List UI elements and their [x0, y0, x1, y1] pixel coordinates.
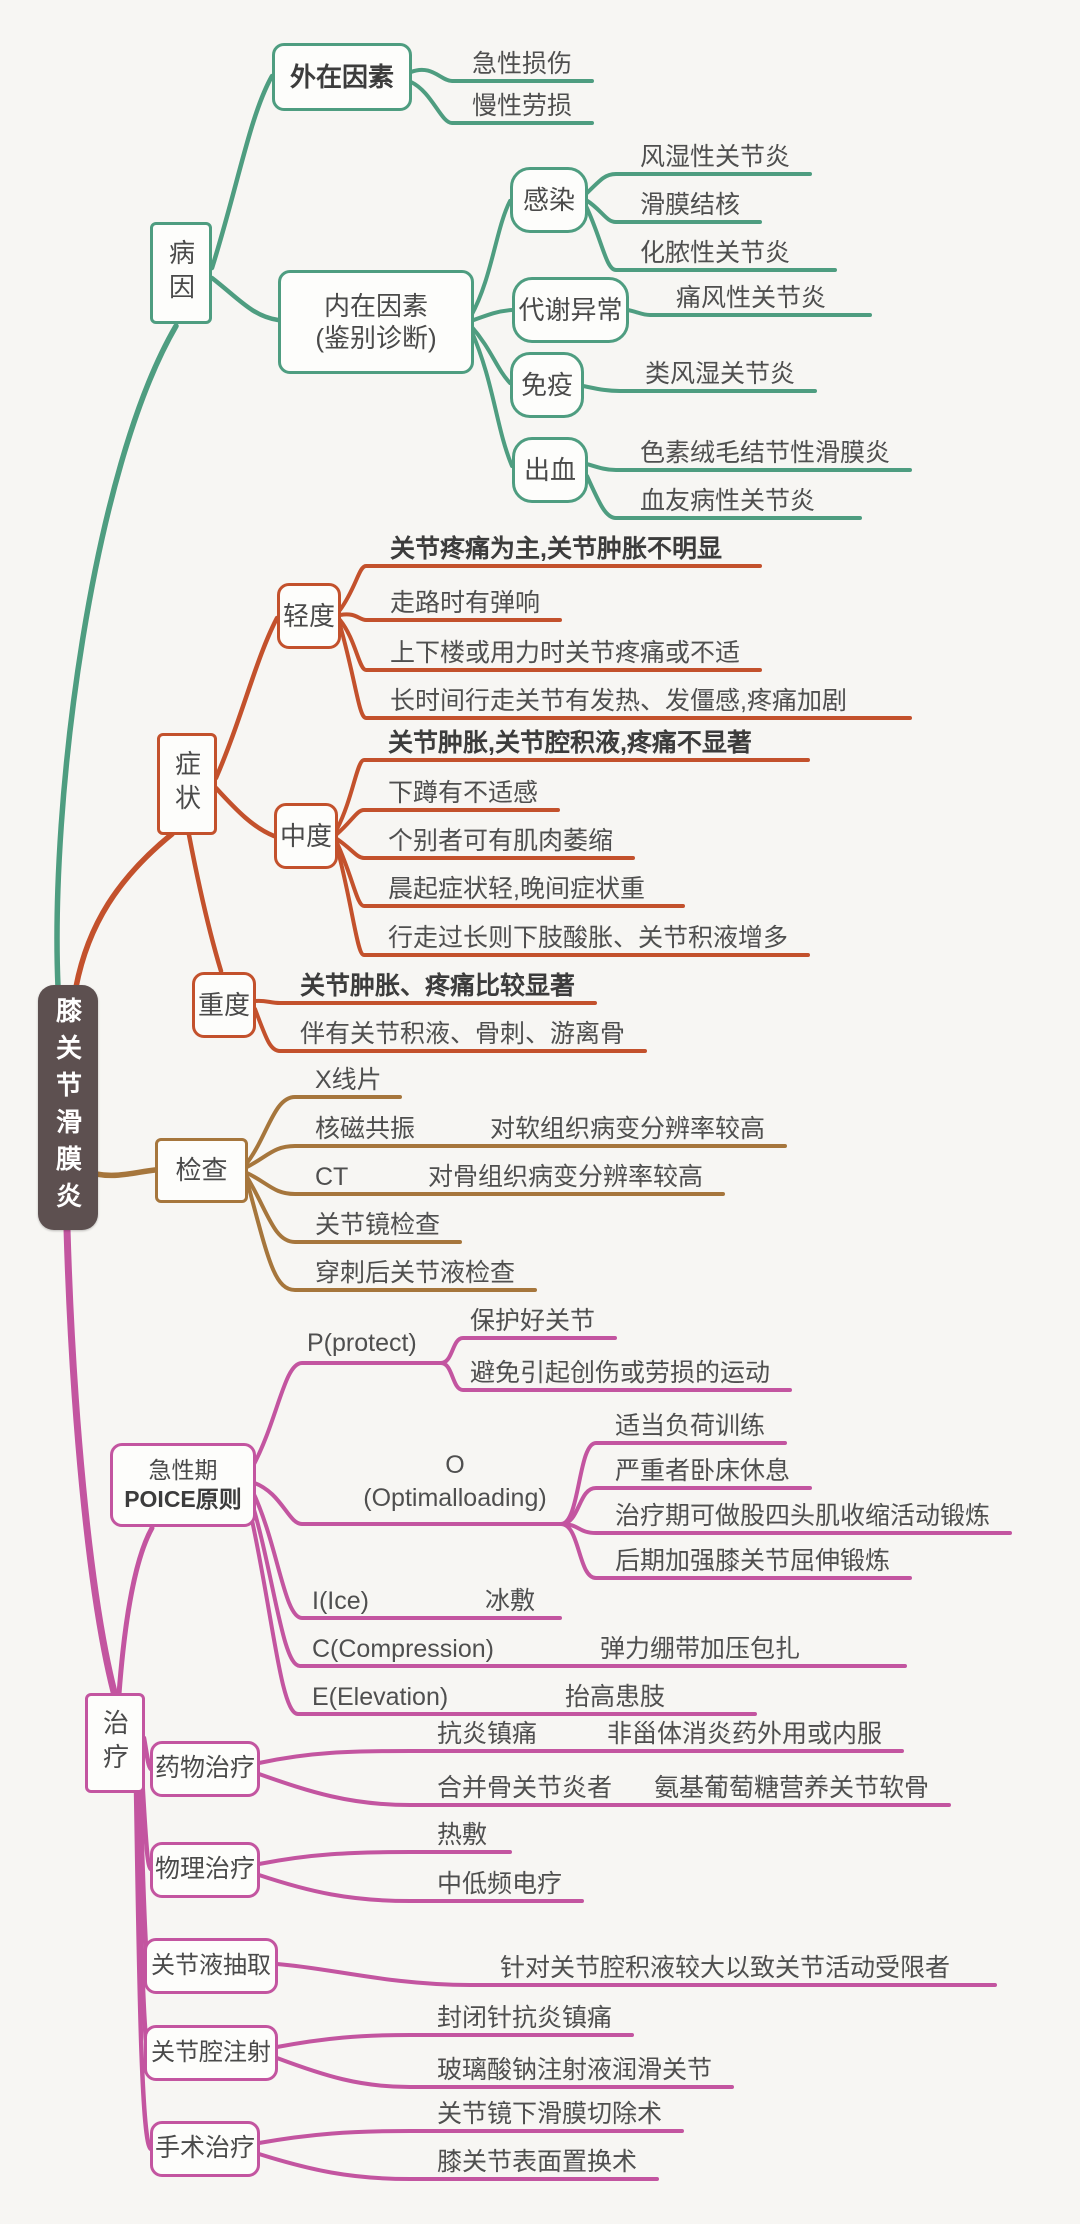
leaf-mild-4[interactable]: 长时间行走关节有发热、发僵感,疼痛加剧 [390, 687, 847, 715]
leaf-antiinflammatory[interactable]: 抗炎镇痛 [437, 1720, 538, 1748]
label-optimal-loading-line1: O [445, 1451, 465, 1479]
leaf-electrotherapy[interactable]: 中低频电疗 [437, 1870, 563, 1898]
node-severe[interactable]: 重度 [192, 972, 256, 1038]
leaf-suppurative-arthritis[interactable]: 化脓性关节炎 [640, 239, 791, 267]
node-symptoms[interactable]: 症状 [157, 733, 217, 835]
root-label: 膝关节滑膜炎 [52, 996, 83, 1219]
leaf-ice-note[interactable]: 冰敷 [485, 1587, 536, 1615]
leaf-protect-1[interactable]: 保护好关节 [470, 1307, 596, 1335]
leaf-elevation-note[interactable]: 抬高患肢 [565, 1683, 666, 1711]
leaf-rheumatoid-arthritis[interactable]: 类风湿关节炎 [645, 360, 796, 388]
node-external-factors[interactable]: 外在因素 [272, 43, 412, 111]
node-physical-therapy[interactable]: 物理治疗 [150, 1842, 260, 1898]
label-optimal-loading-line2: (Optimalloading) [363, 1483, 547, 1512]
leaf-mri[interactable]: 核磁共振 [315, 1115, 416, 1143]
leaf-osteoarthritis-note[interactable]: 氨基葡萄糖营养关节软骨 [654, 1774, 930, 1802]
node-moderate[interactable]: 中度 [274, 803, 338, 869]
node-surgery-label: 手术治疗 [154, 2134, 255, 2163]
node-infection[interactable]: 感染 [510, 167, 588, 233]
label-compression[interactable]: C(Compression) [312, 1635, 494, 1663]
node-severe-label: 重度 [197, 989, 250, 1020]
leaf-ct-note[interactable]: 对骨组织病变分辨率较高 [428, 1163, 704, 1191]
node-bleeding-label: 出血 [523, 454, 576, 485]
leaf-load-2[interactable]: 严重者卧床休息 [615, 1457, 791, 1485]
leaf-surgery-1[interactable]: 关节镜下滑膜切除术 [437, 2100, 663, 2128]
leaf-severe-2[interactable]: 伴有关节积液、骨刺、游离骨 [300, 1020, 626, 1048]
leaf-ct[interactable]: CT [315, 1163, 349, 1191]
leaf-compression-note[interactable]: 弹力绷带加压包扎 [600, 1635, 801, 1663]
leaf-antiinflammatory-note[interactable]: 非甾体消炎药外用或内服 [607, 1720, 883, 1748]
node-symptoms-label: 症状 [171, 750, 202, 818]
leaf-puncture-exam[interactable]: 穿刺后关节液检查 [315, 1259, 516, 1287]
leaf-aspiration-note[interactable]: 针对关节腔积液较大以致关节活动受限者 [500, 1954, 951, 1982]
node-bleeding[interactable]: 出血 [512, 437, 588, 503]
leaf-protect-2[interactable]: 避免引起创伤或劳损的运动 [470, 1359, 771, 1387]
leaf-arthroscopy-exam[interactable]: 关节镜检查 [315, 1211, 441, 1239]
leaf-hot-compress[interactable]: 热敷 [437, 1821, 488, 1849]
leaf-moderate-4[interactable]: 晨起症状轻,晚间症状重 [388, 875, 645, 903]
node-joint-injection-label: 关节腔注射 [151, 2039, 271, 2066]
node-poice[interactable]: 急性期 POICE原则 [110, 1443, 256, 1527]
leaf-osteoarthritis[interactable]: 合并骨关节炎者 [437, 1774, 613, 1802]
leaf-severe-main[interactable]: 关节肿胀、疼痛比较显著 [300, 972, 576, 1000]
leaf-mri-note[interactable]: 对软组织病变分辨率较高 [490, 1115, 766, 1143]
root-node[interactable]: 膝关节滑膜炎 [38, 985, 98, 1230]
leaf-moderate-main[interactable]: 关节肿胀,关节腔积液,疼痛不显著 [388, 729, 752, 757]
node-exams[interactable]: 检查 [155, 1138, 248, 1203]
leaf-chronic-strain[interactable]: 慢性劳损 [472, 92, 573, 120]
leaf-moderate-5[interactable]: 行走过长则下肢酸胀、关节积液增多 [388, 924, 789, 952]
node-medication-label: 药物治疗 [154, 1754, 255, 1783]
node-external-factors-label: 外在因素 [289, 61, 394, 92]
leaf-injection-1[interactable]: 封闭针抗炎镇痛 [437, 2004, 613, 2032]
node-metabolic[interactable]: 代谢异常 [512, 277, 629, 343]
label-optimal-loading[interactable]: O (Optimalloading) [330, 1449, 580, 1514]
leaf-pvns[interactable]: 色素绒毛结节性滑膜炎 [640, 439, 891, 467]
leaf-load-3[interactable]: 治疗期可做股四头肌收缩活动锻炼 [615, 1502, 991, 1530]
node-medication[interactable]: 药物治疗 [150, 1741, 260, 1797]
node-poice-line2: POICE原则 [124, 1486, 242, 1512]
leaf-mild-main[interactable]: 关节疼痛为主,关节肿胀不明显 [390, 535, 722, 563]
leaf-rheumatic-arthritis[interactable]: 风湿性关节炎 [640, 143, 791, 171]
leaf-injection-2[interactable]: 玻璃酸钠注射液润滑关节 [437, 2056, 713, 2084]
leaf-load-1[interactable]: 适当负荷训练 [615, 1412, 766, 1440]
label-protect[interactable]: P(protect) [307, 1329, 417, 1357]
node-treatment[interactable]: 治疗 [85, 1693, 145, 1793]
node-causes[interactable]: 病因 [150, 222, 212, 324]
leaf-mild-3[interactable]: 上下楼或用力时关节疼痛或不适 [390, 639, 741, 667]
node-internal-factors-label: 内在因素 [323, 290, 428, 321]
node-mild[interactable]: 轻度 [277, 583, 341, 649]
leaf-synovial-tb[interactable]: 滑膜结核 [640, 191, 741, 219]
node-internal-factors[interactable]: 内在因素 (鉴别诊断) [278, 270, 474, 374]
node-treatment-label: 治疗 [99, 1709, 130, 1777]
node-moderate-label: 中度 [279, 820, 332, 851]
node-fluid-aspiration[interactable]: 关节液抽取 [144, 1938, 278, 1994]
node-immune-label: 免疫 [520, 369, 573, 400]
node-surgery[interactable]: 手术治疗 [150, 2121, 260, 2177]
node-poice-line1: 急性期 [148, 1457, 218, 1484]
node-exams-label: 检查 [175, 1155, 228, 1186]
leaf-gouty-arthritis[interactable]: 痛风性关节炎 [676, 284, 827, 312]
node-infection-label: 感染 [522, 184, 575, 215]
leaf-hemophilic-arthritis[interactable]: 血友病性关节炎 [640, 487, 816, 515]
node-immune[interactable]: 免疫 [510, 352, 584, 418]
leaf-surgery-2[interactable]: 膝关节表面置换术 [437, 2148, 638, 2176]
node-internal-factors-sublabel: (鉴别诊断) [315, 323, 437, 353]
node-metabolic-label: 代谢异常 [518, 294, 623, 325]
node-causes-label: 病因 [165, 239, 196, 307]
node-physical-therapy-label: 物理治疗 [154, 1855, 255, 1884]
leaf-acute-injury[interactable]: 急性损伤 [472, 50, 573, 78]
node-mild-label: 轻度 [282, 600, 335, 631]
label-ice[interactable]: I(Ice) [312, 1587, 369, 1615]
leaf-moderate-2[interactable]: 下蹲有不适感 [388, 779, 539, 807]
leaf-xray[interactable]: X线片 [315, 1066, 382, 1094]
node-fluid-aspiration-label: 关节液抽取 [151, 1952, 271, 1979]
node-joint-injection[interactable]: 关节腔注射 [144, 2025, 278, 2081]
leaf-load-4[interactable]: 后期加强膝关节屈伸锻炼 [615, 1547, 891, 1575]
label-elevation[interactable]: E(Elevation) [312, 1683, 449, 1711]
leaf-mild-2[interactable]: 走路时有弹响 [390, 589, 541, 617]
leaf-moderate-3[interactable]: 个别者可有肌肉萎缩 [388, 827, 614, 855]
